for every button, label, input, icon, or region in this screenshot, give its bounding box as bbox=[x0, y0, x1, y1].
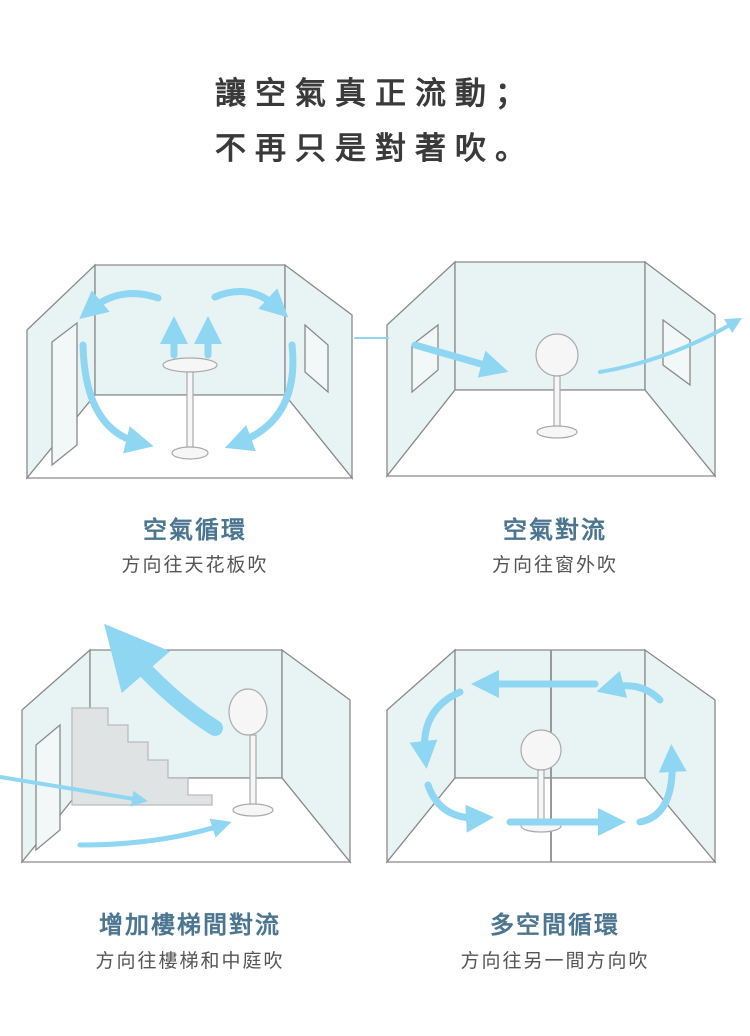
panel-1-title: 空氣循環 bbox=[143, 516, 247, 544]
window bbox=[304, 323, 329, 394]
panel-1-subtitle: 方向往天花板吹 bbox=[121, 554, 269, 576]
room-stairwell bbox=[20, 648, 352, 864]
fan-icons bbox=[162, 333, 579, 833]
panel-4-subtitle: 方向往另一間方向吹 bbox=[460, 950, 650, 972]
headline-line-1: 讓空氣真正流動； bbox=[215, 76, 535, 112]
panel-3-subtitle: 方向往樓梯和中庭吹 bbox=[95, 950, 285, 972]
panel-3-title: 增加樓梯間對流 bbox=[99, 911, 281, 939]
panel-2-subtitle: 方向往窗外吹 bbox=[491, 554, 618, 576]
airflow-arrows bbox=[0, 288, 742, 848]
panel-2-title: 空氣對流 bbox=[503, 516, 607, 544]
door bbox=[51, 321, 78, 467]
panel-4-title: 多空間循環 bbox=[490, 911, 620, 939]
headline-line-2: 不再只是對著吹。 bbox=[215, 131, 535, 167]
